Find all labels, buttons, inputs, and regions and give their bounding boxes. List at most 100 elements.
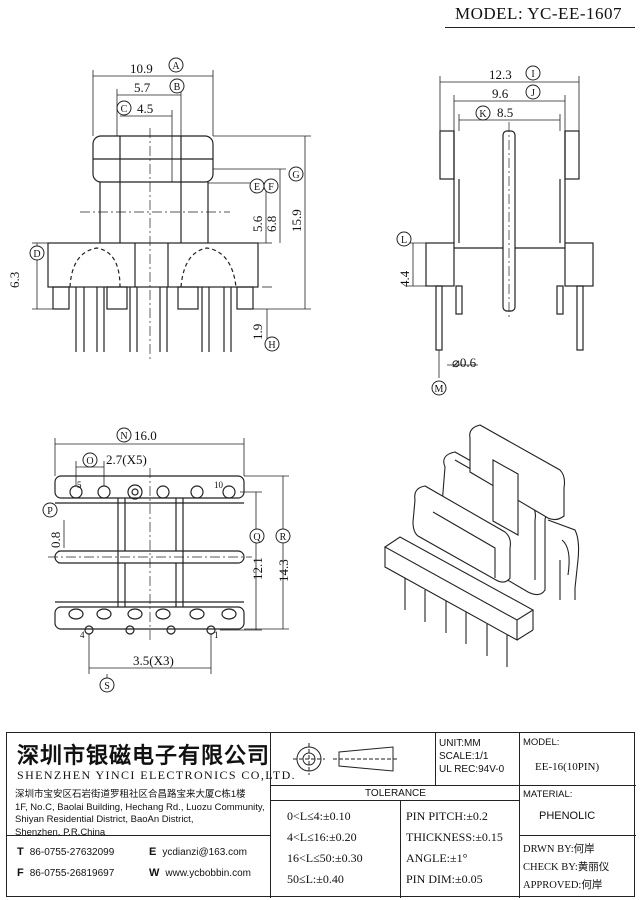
divider [519,785,636,786]
dim-p: 0.8 [48,532,63,548]
unit-text: UNIT:MM [439,738,481,749]
marker-l: L [401,235,407,246]
dim-g: 15.9 [289,209,304,232]
front-dimensions [32,70,311,345]
web-value: www.ycbobbin.com [165,868,251,879]
marker-e: E [254,182,260,193]
marker-s: S [104,681,110,692]
model-header: MODEL: YC-EE-1607 [455,4,622,23]
dim-j: 9.6 [492,86,509,101]
tel-line: T 86-0755-27632099 [17,846,114,858]
isometric-view [383,424,580,667]
company-address: 深圳市宝安区石岩街道罗租社区合昌路宝来大厦C栋1楼 1F, No.C, Baol… [15,789,270,839]
dim-a: 10.9 [130,61,153,76]
marker-f: F [268,182,274,193]
front-view [47,128,259,360]
dim-k: 8.5 [497,105,513,120]
material-value: PHENOLIC [539,810,596,822]
model-label: MODEL: [523,737,560,748]
address-en-2: Shiyan Residential District, BaoAn Distr… [15,814,194,825]
marker-q: Q [253,532,261,543]
dim-l: 4.4 [397,270,412,287]
dim-m: ⌀0.6 [452,355,477,370]
marker-g: G [292,170,299,181]
bottom-view [48,468,252,640]
marker-k: K [479,109,487,120]
marker-n: N [120,431,127,442]
divider [270,785,519,786]
side-view [425,122,594,351]
units-block: UNIT:MM SCALE:1/1 UL REC:94V-0 [439,737,504,776]
pin-dim: PIN DIM:±0.05 [406,872,483,886]
marker-o: O [86,456,93,467]
divider [270,800,519,801]
header-rule [445,27,635,28]
marker-j: J [531,88,535,99]
fax-line: F 86-0755-26819697 [17,867,114,879]
model-value: EE-16(10PIN) [535,761,600,773]
thickness: THICKNESS:±0.15 [406,830,503,844]
fax-label: F [17,867,24,879]
tolerance-row-1: 0<L≤4:±0.10 [287,809,351,823]
projection-symbol-icon [293,743,399,775]
ul-rec-text: UL REC:94V-0 [439,764,505,775]
pin-5-label: 5 [77,480,82,490]
email-value: ycdianzi@163.com [162,847,247,858]
pin-4-label: 4 [80,630,85,640]
web-label: W [149,867,160,879]
divider [400,800,401,898]
company-name-en: SHENZHEN YINCI ELECTRONICS CO,LTD. [17,768,297,782]
dim-e: 5.6 [250,215,265,232]
tolerance-row-4: 50≤L:±0.40 [287,872,344,886]
dim-i: 12.3 [489,67,512,82]
material-label: MATERIAL: [523,789,573,800]
address-en-1: 1F, No.C, Baolai Building, Hechang Rd., … [15,801,265,813]
dim-s: 3.5(X3) [133,653,174,668]
tel-label: T [17,846,24,858]
dim-b: 5.7 [134,80,151,95]
dim-c: 4.5 [137,101,153,116]
drawn-by: DRWN BY:何岸 [523,844,595,855]
pin-1-label: 1 [214,630,219,640]
marker-m: M [435,384,444,395]
tolerance-row-2: 4<L≤16:±0.20 [287,830,357,844]
title-block: 深圳市银磁电子有限公司 SHENZHEN YINCI ELECTRONICS C… [6,732,636,898]
email-label: E [149,846,157,858]
company-name-cn: 深圳市银磁电子有限公司 [17,744,271,769]
tel-value: 86-0755-27632099 [29,847,115,858]
approved-by: APPROVED:何岸 [523,880,603,891]
divider [7,835,270,836]
scale-text: SCALE:1/1 [439,751,489,762]
dim-n: 16.0 [134,428,157,443]
dim-o: 2.7(X5) [106,452,147,467]
marker-d: D [33,249,40,260]
marker-b: B [174,82,181,93]
bottom-dimensions [54,438,289,678]
dim-q: 12.1 [250,557,265,580]
angle: ANGLE:±1° [406,851,468,865]
check-by: CHECK BY:黄丽仪 [523,862,610,873]
pin-10-label: 10 [214,480,224,490]
dim-r: 14.3 [276,559,291,582]
divider [519,733,520,898]
marker-i: I [531,69,534,80]
dim-d: 6.3 [7,272,22,288]
fax-value: 86-0755-26819697 [29,868,115,879]
side-dimensions [407,76,580,378]
address-cn: 深圳市宝安区石岩街道罗租社区合昌路宝来大厦C栋1楼 [15,789,246,800]
tolerance-title: TOLERANCE [365,788,426,799]
tolerance-row-3: 16<L≤50:±0.30 [287,851,363,865]
marker-r: R [280,532,287,543]
divider [519,835,636,836]
divider [435,733,436,785]
marker-a: A [172,61,180,72]
marker-h: H [268,340,275,351]
marker-p: P [47,506,53,517]
address-en-3: Shenzhen, P.R.China [15,826,106,838]
dim-f: 6.8 [264,216,279,232]
marker-c: C [121,104,128,115]
pin-pitch: PIN PITCH:±0.2 [406,809,488,823]
dim-h: 1.9 [250,324,265,340]
